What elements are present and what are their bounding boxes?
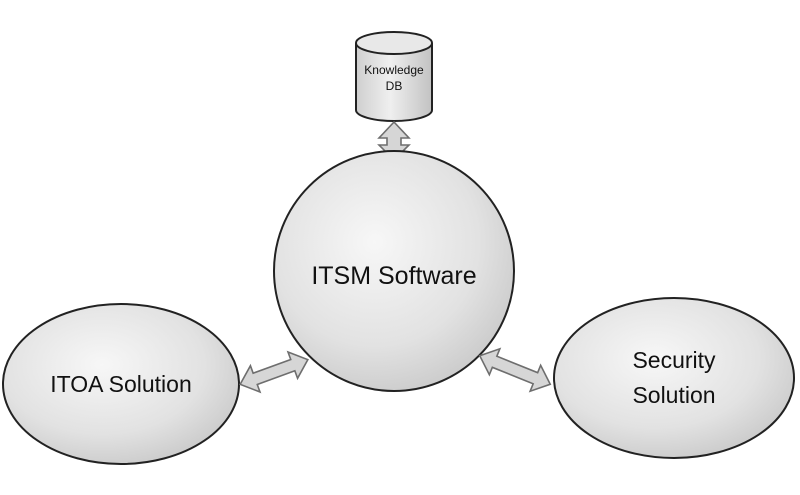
itsm-software-label: ITSM Software (311, 262, 476, 290)
knowledge-db-node: Knowledge DB (355, 31, 433, 122)
itsm-software-node: ITSM Software (273, 150, 515, 392)
knowledge-db-label-line2: DB (386, 79, 403, 93)
security-solution-label-line1: Security (632, 347, 716, 373)
knowledge-db-label-line1: Knowledge (364, 63, 424, 77)
itoa-solution-node: ITOA Solution (2, 303, 240, 465)
security-solution-node: Security Solution (553, 297, 795, 459)
itoa-solution-label: ITOA Solution (50, 371, 192, 397)
arrow-itoa-itsm (239, 350, 309, 394)
arrow-itsm-security (478, 347, 552, 393)
security-solution-label-line2: Solution (632, 382, 715, 408)
